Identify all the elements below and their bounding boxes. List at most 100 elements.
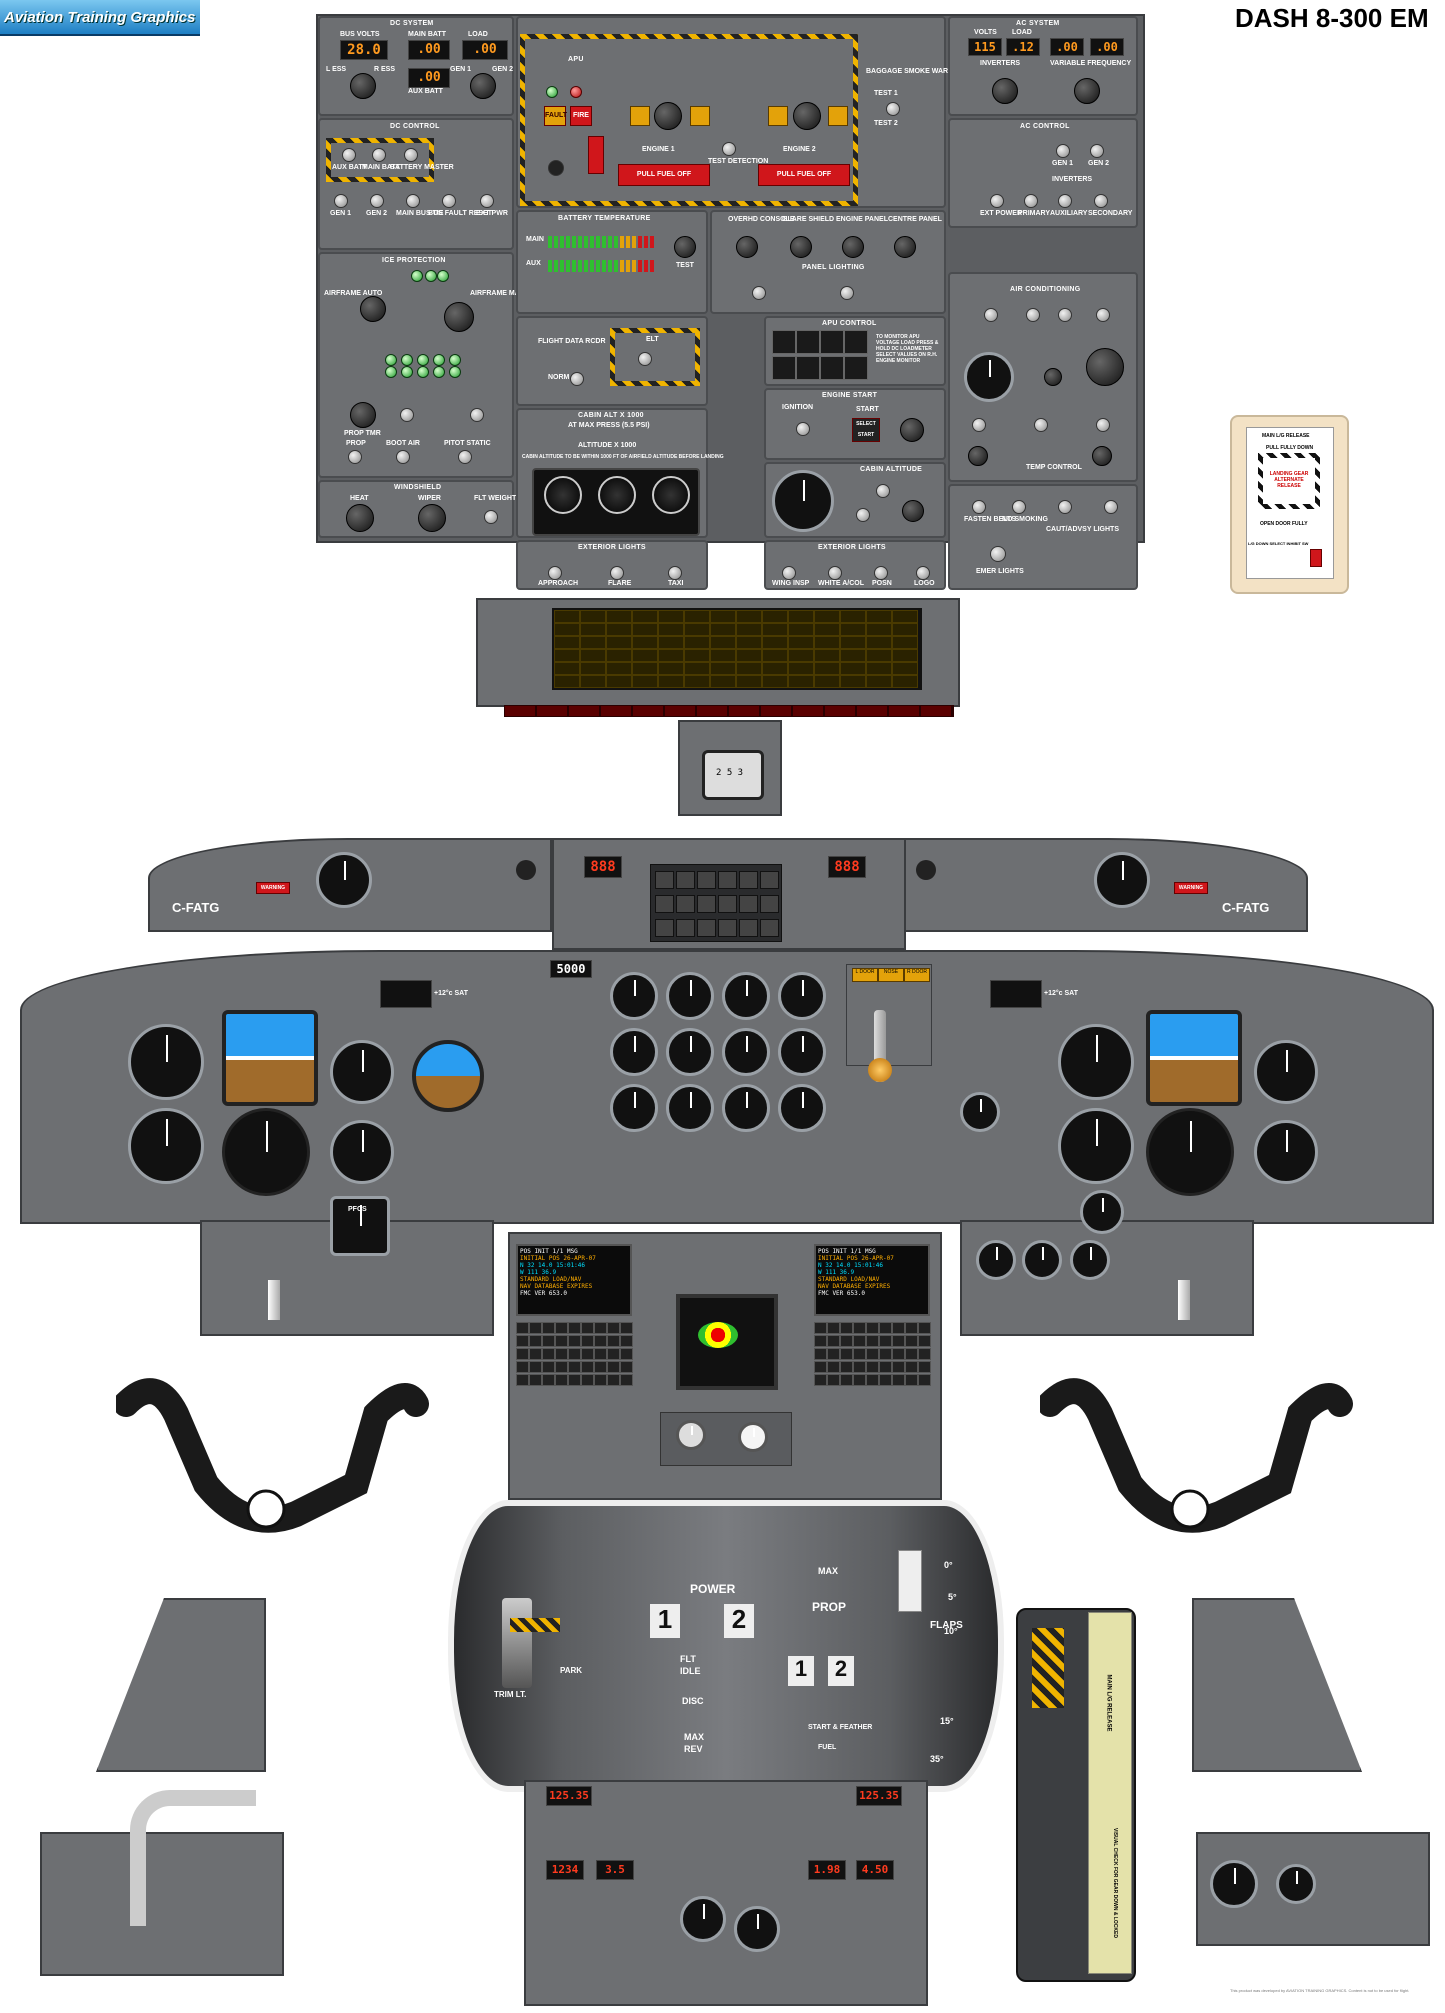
battery-temp-test-button[interactable] — [674, 236, 696, 258]
fms-key[interactable] — [516, 1322, 529, 1334]
fms-key[interactable] — [555, 1322, 568, 1334]
cabin-temp-switch[interactable] — [972, 418, 986, 432]
fms-key[interactable] — [555, 1361, 568, 1373]
test-detection-switch[interactable] — [722, 142, 736, 156]
fms-key[interactable] — [892, 1348, 905, 1360]
white-acol-switch[interactable] — [828, 566, 842, 580]
fms-key[interactable] — [542, 1322, 555, 1334]
ext-power-switch[interactable] — [990, 194, 1004, 208]
apu-control-button[interactable] — [844, 356, 868, 380]
ac-gen2-switch[interactable] — [1090, 144, 1104, 158]
fms-key[interactable] — [840, 1374, 853, 1386]
fms-key[interactable] — [620, 1361, 633, 1373]
autopilot-button[interactable] — [655, 919, 674, 937]
cabin-auto-switch[interactable] — [856, 508, 870, 522]
elev-horn-switch[interactable] — [400, 408, 414, 422]
fms-key[interactable] — [866, 1348, 879, 1360]
fire-test-switch[interactable] — [548, 160, 564, 176]
fms-key[interactable] — [607, 1348, 620, 1360]
boot-air-switch[interactable] — [396, 450, 410, 464]
fms-key[interactable] — [607, 1361, 620, 1373]
fms-key[interactable] — [594, 1374, 607, 1386]
secondary-inv-switch[interactable] — [1094, 194, 1108, 208]
eng1-loop-select-knob[interactable] — [654, 102, 682, 130]
fms-key[interactable] — [853, 1361, 866, 1373]
fms-key[interactable] — [555, 1374, 568, 1386]
fms-key[interactable] — [516, 1361, 529, 1373]
left-heading-knob[interactable] — [516, 860, 536, 880]
fms-key[interactable] — [840, 1361, 853, 1373]
temp-select-knob[interactable] — [1044, 368, 1062, 386]
bus-fault-reset-switch[interactable] — [442, 194, 456, 208]
dim-brt-switch[interactable] — [1104, 500, 1118, 514]
ext-pwr-switch[interactable] — [480, 194, 494, 208]
gear-release-hatch[interactable] — [1258, 453, 1320, 509]
fms-key[interactable] — [879, 1322, 892, 1334]
start-select-knob[interactable] — [900, 418, 924, 442]
pack-auto-switch[interactable] — [1034, 418, 1048, 432]
fms-key[interactable] — [879, 1335, 892, 1347]
fms-key[interactable] — [814, 1348, 827, 1360]
cabin-diff-knob[interactable] — [544, 476, 582, 514]
airframe-manual-knob[interactable] — [444, 302, 474, 332]
airframe-auto-knob[interactable] — [360, 296, 386, 322]
cabin-manual-knob[interactable] — [902, 500, 924, 522]
fms-key[interactable] — [581, 1335, 594, 1347]
fms-key[interactable] — [866, 1322, 879, 1334]
right-alternate-lever[interactable] — [1178, 1280, 1190, 1320]
fms-key[interactable] — [918, 1374, 931, 1386]
bleed2-switch[interactable] — [1058, 308, 1072, 322]
ac-gen1-switch[interactable] — [1056, 144, 1070, 158]
fms-key[interactable] — [568, 1335, 581, 1347]
centre-panel-knob[interactable] — [894, 236, 916, 258]
fms-key[interactable] — [827, 1361, 840, 1373]
dc-gen-select-knob[interactable] — [470, 73, 496, 99]
eng1-pull-fuel-off-handle[interactable]: PULL FUEL OFF — [618, 164, 710, 186]
apu-control-button[interactable] — [796, 330, 820, 354]
fms-key[interactable] — [905, 1361, 918, 1373]
gen2-switch[interactable] — [370, 194, 384, 208]
logo-light-switch[interactable] — [916, 566, 930, 580]
fasten-belts-switch[interactable] — [972, 500, 986, 514]
wing-insp-switch[interactable] — [782, 566, 796, 580]
autopilot-button[interactable] — [676, 871, 695, 889]
apu-control-button[interactable] — [820, 356, 844, 380]
power-lever-2-label[interactable]: 2 — [724, 1604, 754, 1638]
taxi-light-switch[interactable] — [668, 566, 682, 580]
cabin-temp-knob[interactable] — [968, 446, 988, 466]
fms-key[interactable] — [840, 1348, 853, 1360]
fms-key[interactable] — [814, 1374, 827, 1386]
fms-key[interactable] — [542, 1348, 555, 1360]
fms-key[interactable] — [853, 1335, 866, 1347]
elt-switch[interactable] — [638, 352, 652, 366]
fms-key[interactable] — [529, 1322, 542, 1334]
fms-key[interactable] — [866, 1361, 879, 1373]
condition-lever-2-label[interactable]: 2 — [828, 1656, 854, 1686]
posn-light-switch[interactable] — [874, 566, 888, 580]
fms-key[interactable] — [542, 1335, 555, 1347]
autopilot-button[interactable] — [718, 895, 737, 913]
glare-shield-knob[interactable] — [790, 236, 812, 258]
prop-tmr-knob[interactable] — [350, 402, 376, 428]
lg-inhibit-switch[interactable] — [1310, 549, 1322, 567]
emer-lights-switch[interactable] — [990, 546, 1006, 562]
flare-light-switch[interactable] — [610, 566, 624, 580]
autopilot-button[interactable] — [739, 895, 758, 913]
windshield-heat-knob[interactable] — [346, 504, 374, 532]
engine-panel-knob[interactable] — [842, 236, 864, 258]
fms-key[interactable] — [879, 1361, 892, 1373]
autopilot-button[interactable] — [760, 895, 779, 913]
fms-key[interactable] — [594, 1361, 607, 1373]
fms-key[interactable] — [853, 1322, 866, 1334]
fms-key[interactable] — [866, 1374, 879, 1386]
autopilot-button[interactable] — [655, 871, 674, 889]
fms-key[interactable] — [594, 1335, 607, 1347]
fms-key[interactable] — [607, 1335, 620, 1347]
autopilot-button[interactable] — [718, 919, 737, 937]
fms-key[interactable] — [918, 1322, 931, 1334]
fms-key[interactable] — [814, 1335, 827, 1347]
autopilot-button[interactable] — [718, 871, 737, 889]
battery-master-switch[interactable] — [404, 148, 418, 162]
fms-key[interactable] — [879, 1374, 892, 1386]
fms-key[interactable] — [581, 1374, 594, 1386]
